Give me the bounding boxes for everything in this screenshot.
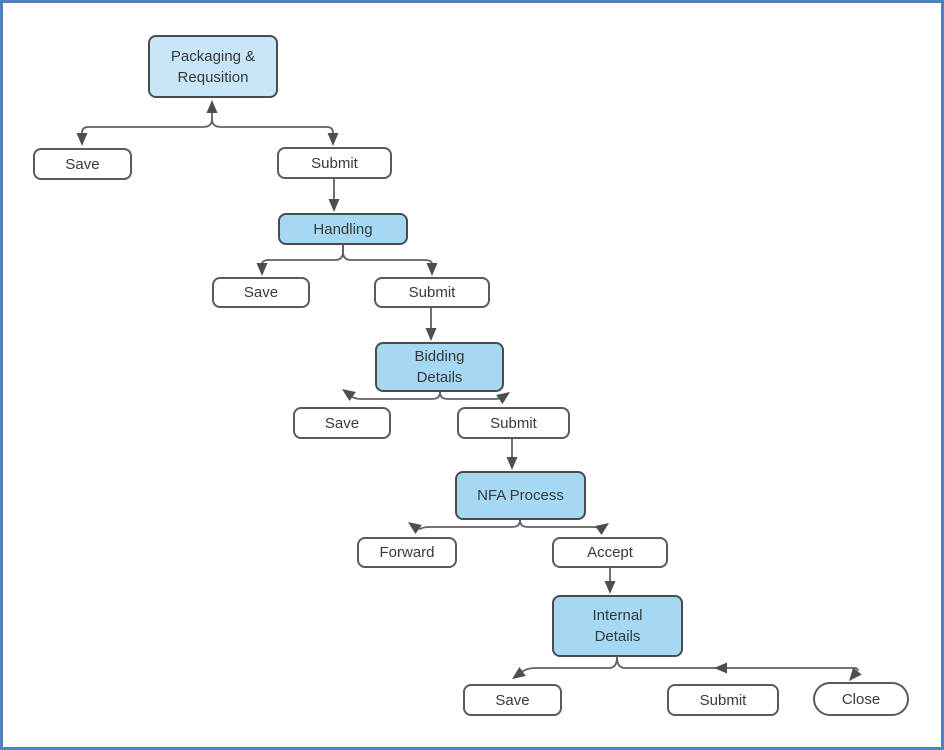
node-label: NFA Process [477, 487, 564, 504]
node-internal-details: Internal Details [552, 595, 683, 657]
arrowhead-left-submit-4 [714, 662, 727, 674]
connector-line [522, 656, 618, 672]
node-label: Accept [587, 544, 633, 561]
connector-line [211, 118, 334, 134]
node-label: Submit [311, 154, 358, 172]
connector-line [261, 244, 344, 265]
node-forward: Forward [357, 537, 457, 568]
node-label: Packaging & Requsition [170, 47, 256, 86]
connector-line [616, 656, 859, 671]
connector-line [519, 519, 600, 530]
node-nfa-process: NFA Process [455, 471, 586, 520]
arrowhead-diag-accept [595, 523, 609, 535]
node-label: Submit [408, 284, 456, 301]
connector-line [342, 244, 433, 265]
arrowhead-diag-save-3 [342, 389, 356, 401]
node-submit-3: Submit [457, 407, 570, 439]
node-label: Handling [313, 220, 373, 238]
node-label: Save [65, 155, 100, 173]
node-label: Forward [379, 544, 435, 561]
node-label: Submit [490, 414, 537, 432]
node-submit-2: Submit [374, 277, 490, 308]
node-accept: Accept [552, 537, 668, 568]
node-save-4: Save [463, 684, 562, 716]
connector-line [350, 391, 441, 400]
node-label: Bidding Details [414, 348, 465, 386]
node-label: Submit [699, 691, 747, 709]
arrowhead-down-save-2 [256, 263, 268, 276]
arrowhead-down-submit-2 [426, 263, 438, 276]
arrowhead-diag-forward [408, 522, 422, 534]
node-label: Close [841, 690, 881, 708]
arrowhead-down-nfa [506, 457, 518, 470]
arrowhead-down-bidding [425, 328, 437, 341]
node-submit-4: Submit [667, 684, 779, 716]
node-submit-1: Submit [277, 147, 392, 179]
node-label: Save [243, 284, 279, 301]
node-save-3: Save [293, 407, 391, 439]
node-label: Save [495, 691, 530, 709]
node-label: Save [324, 414, 360, 432]
connector-line [419, 519, 521, 530]
node-packaging-requsition: Packaging & Requsition [148, 35, 278, 98]
arrowhead-down-submit-1 [327, 133, 339, 146]
arrowhead-down-save-1 [76, 133, 88, 146]
node-handling: Handling [278, 213, 408, 245]
node-save-2: Save [212, 277, 310, 308]
arrowhead-down-internal [604, 581, 616, 594]
arrowhead-diag-save-4 [512, 667, 526, 679]
arrowhead-down-handling [328, 199, 340, 212]
connector-line [81, 112, 213, 134]
node-label: Internal Details [592, 607, 643, 645]
node-save-1: Save [33, 148, 132, 180]
node-close: Close [813, 682, 909, 716]
arrowhead-up-packaging [206, 100, 218, 113]
node-bidding-details: Bidding Details [375, 342, 504, 392]
connector-line [439, 391, 501, 400]
